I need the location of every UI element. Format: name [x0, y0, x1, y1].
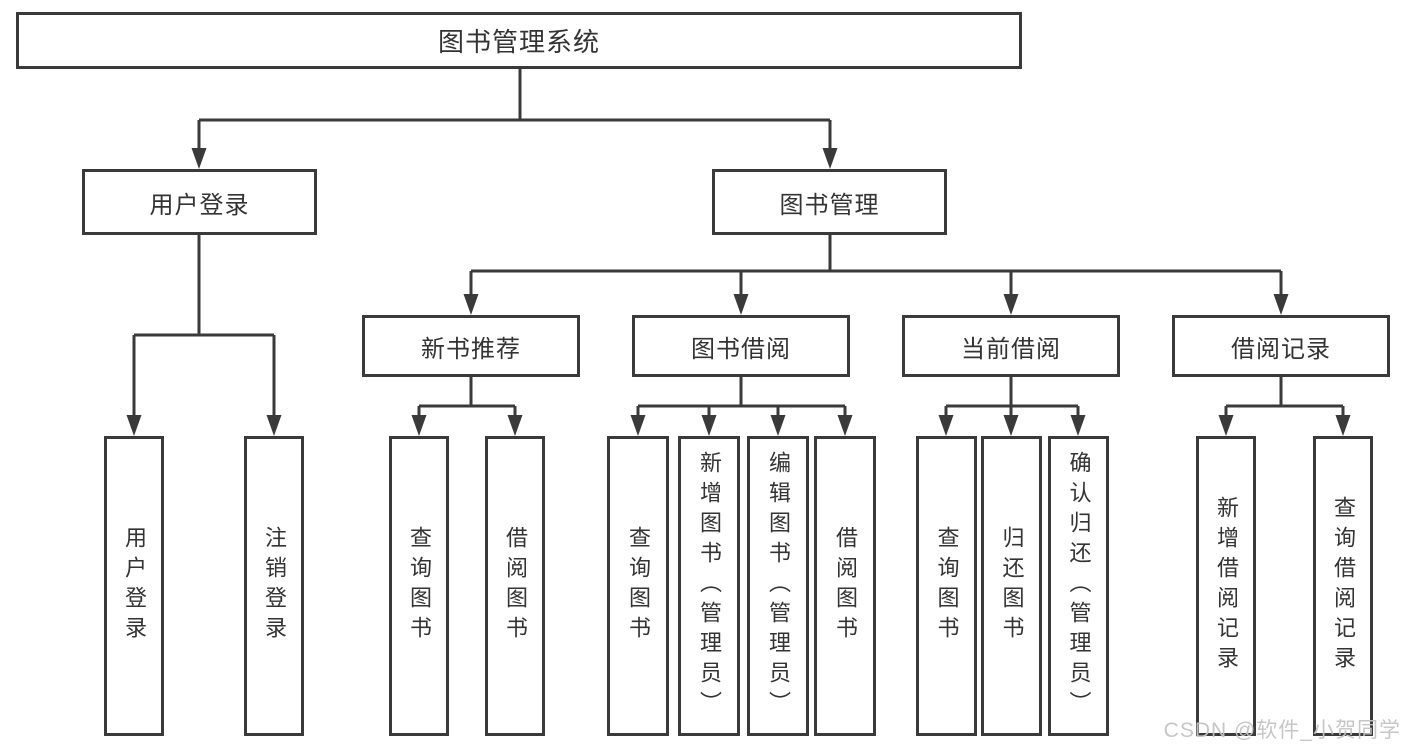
leaf-add-borrow-record: 新增借阅记录: [1196, 436, 1256, 736]
leaf-borrow-books-borrowing-label: 借阅图书: [833, 526, 858, 646]
leaf-query-books-recommend: 查询图书: [389, 436, 449, 736]
watermark: CSDN @软件_小贺同学: [1163, 719, 1401, 742]
leaf-return-books: 归还图书: [981, 436, 1042, 736]
leaf-query-books-borrowing-label: 查询图书: [626, 526, 651, 646]
leaf-logout: 注销登录: [244, 436, 304, 736]
leaf-confirm-return-admin: 确认归还（管理员）: [1048, 436, 1109, 736]
node-library-system-label: 图书管理系统: [437, 27, 600, 57]
node-new-book-recommend: 新书推荐: [362, 315, 580, 377]
leaf-edit-books-admin-label: 编辑图书（管理员）: [766, 451, 791, 721]
leaf-borrow-books-recommend: 借阅图书: [485, 436, 545, 736]
leaf-add-borrow-record-label: 新增借阅记录: [1214, 496, 1239, 676]
leaf-add-books-admin-label: 新增图书（管理员）: [697, 451, 722, 721]
node-user-login-label: 用户登录: [149, 191, 250, 219]
leaf-borrow-books-borrowing: 借阅图书: [814, 436, 876, 736]
leaf-add-books-admin: 新增图书（管理员）: [678, 436, 740, 736]
arrowheads: [126, 148, 1351, 436]
node-library-system: 图书管理系统: [16, 12, 1022, 69]
node-book-borrowing-label: 图书借阅: [691, 335, 791, 363]
node-borrowing-records-label: 借阅记录: [1231, 335, 1331, 363]
leaf-query-books-current-label: 查询图书: [934, 526, 960, 646]
node-book-management-label: 图书管理: [779, 191, 880, 219]
node-borrowing-records: 借阅记录: [1172, 315, 1390, 377]
leaf-edit-books-admin: 编辑图书（管理员）: [747, 436, 809, 736]
node-current-borrowing: 当前借阅: [902, 315, 1120, 377]
leaf-query-borrow-record-label: 查询借阅记录: [1331, 496, 1356, 676]
leaf-query-books-current: 查询图书: [916, 436, 977, 736]
leaf-query-borrow-record: 查询借阅记录: [1313, 436, 1373, 736]
leaf-user-login-label: 用户登录: [122, 526, 147, 646]
leaf-query-books-borrowing: 查询图书: [607, 436, 669, 736]
node-book-borrowing: 图书借阅: [632, 315, 850, 377]
leaf-logout-label: 注销登录: [262, 526, 287, 646]
node-new-book-recommend-label: 新书推荐: [421, 335, 521, 363]
node-user-login: 用户登录: [82, 169, 317, 235]
leaf-user-login: 用户登录: [104, 436, 164, 736]
node-book-management: 图书管理: [712, 169, 947, 235]
leaf-borrow-books-recommend-label: 借阅图书: [503, 526, 528, 646]
leaf-return-books-label: 归还图书: [999, 526, 1025, 646]
node-current-borrowing-label: 当前借阅: [961, 335, 1061, 363]
leaf-confirm-return-admin-label: 确认归还（管理员）: [1066, 451, 1092, 721]
leaf-query-books-recommend-label: 查询图书: [407, 526, 432, 646]
